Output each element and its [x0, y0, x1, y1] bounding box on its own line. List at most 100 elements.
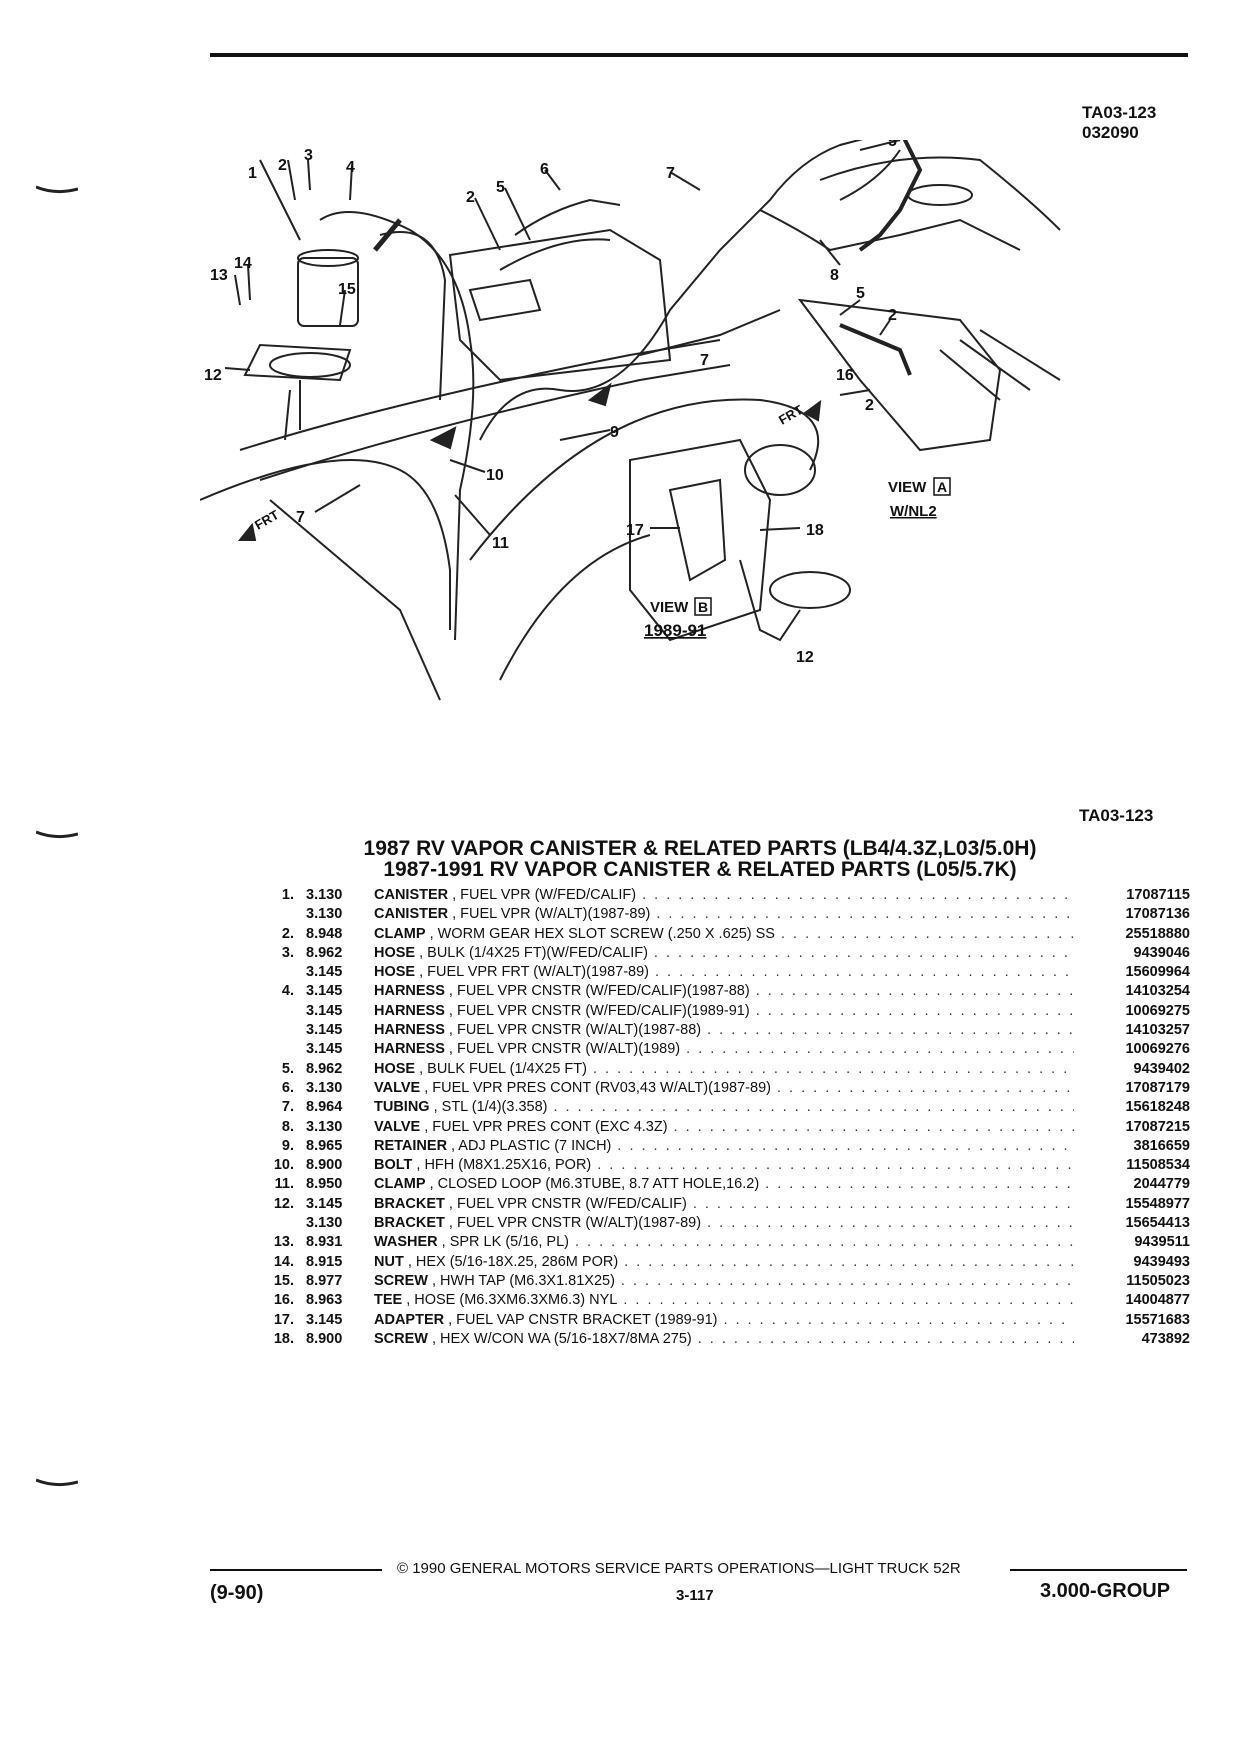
- part-description: , WORM GEAR HEX SLOT SCREW (.250 X .625)…: [429, 925, 775, 942]
- part-name: CLAMP: [374, 1176, 426, 1193]
- group-number: 8.900: [306, 1330, 343, 1347]
- leader-dots: [698, 1330, 1074, 1349]
- part-number: 2044779: [1133, 1176, 1190, 1193]
- view-a-letter: A: [937, 479, 947, 495]
- leader-dots: [724, 1311, 1074, 1330]
- leader-dots: [656, 905, 1074, 924]
- part-description: , BULK FUEL (1/4X25 FT): [419, 1060, 587, 1077]
- part-name: SCREW: [374, 1272, 428, 1289]
- item-number: 11.: [274, 1176, 294, 1193]
- group-number: 8.977: [306, 1272, 343, 1289]
- group-number: 8.965: [306, 1137, 343, 1154]
- frt-label: FRT: [776, 402, 805, 428]
- part-description: , FUEL VPR PRES CONT (EXC 4.3Z): [424, 1118, 668, 1135]
- callout-13: 13: [210, 267, 228, 284]
- figure-code-bottom: TA03-123: [1079, 806, 1154, 825]
- callout-12: 12: [796, 649, 814, 666]
- part-name: NUT: [374, 1253, 404, 1270]
- part-name: RETAINER: [374, 1137, 448, 1154]
- item-number: 16.: [273, 1292, 294, 1309]
- callout-7: 7: [666, 165, 675, 182]
- callout-5: 5: [856, 285, 865, 302]
- callout-18: 18: [806, 522, 824, 539]
- leader-dots: [781, 925, 1074, 944]
- part-name: HOSE: [374, 944, 416, 961]
- part-name: HARNESS: [374, 983, 445, 1000]
- callout-17: 17: [626, 522, 644, 539]
- item-number: 6.: [281, 1079, 294, 1096]
- part-number: 10069276: [1125, 1041, 1190, 1058]
- part-description: , FUEL VPR CNSTR (W/FED/CALIF): [448, 1195, 687, 1212]
- leader-dots: [654, 944, 1074, 963]
- leader-dots: [624, 1253, 1074, 1272]
- item-number: 13.: [273, 1234, 294, 1251]
- callout-15: 15: [338, 281, 356, 298]
- part-number: 15571683: [1125, 1311, 1190, 1328]
- leader-dots: [575, 1233, 1074, 1252]
- leader-dots: [642, 886, 1074, 905]
- leader-dots: [756, 982, 1074, 1001]
- part-name: ADAPTER: [374, 1311, 445, 1328]
- part-description: , FUEL VPR (W/ALT)(1987-89): [452, 906, 651, 923]
- part-description: , FUEL VPR CNSTR (W/FED/CALIF)(1989-91): [448, 1002, 750, 1019]
- item-number: 17.: [273, 1311, 294, 1328]
- leader-dots: [686, 1040, 1074, 1059]
- leader-dots: [693, 1195, 1074, 1214]
- leader-dots: [655, 963, 1074, 982]
- part-name: SCREW: [374, 1330, 428, 1347]
- item-number: 5.: [281, 1060, 294, 1077]
- part-name: CANISTER: [374, 906, 449, 923]
- item-number: 12.: [273, 1195, 294, 1212]
- callout-2: 2: [860, 140, 869, 142]
- callout-7: 7: [296, 509, 305, 526]
- part-name: TEE: [374, 1292, 403, 1309]
- part-number: 14103254: [1125, 983, 1190, 1000]
- binder-mark: [36, 830, 78, 839]
- part-number: 15654413: [1125, 1215, 1190, 1232]
- item-number: 10.: [273, 1157, 294, 1174]
- group-number: 8.964: [306, 1099, 343, 1116]
- leader-dots: [707, 1021, 1074, 1040]
- figure-date-code: 032090: [1082, 123, 1139, 142]
- group-number: 8.950: [306, 1176, 343, 1193]
- callout-7: 7: [700, 352, 709, 369]
- leader-dots: [617, 1137, 1074, 1156]
- callout-8: 8: [830, 267, 839, 284]
- part-description: , FUEL VPR CNSTR (W/ALT)(1987-89): [448, 1215, 702, 1232]
- part-name: VALVE: [374, 1079, 421, 1096]
- part-number: 11505023: [1126, 1272, 1190, 1289]
- part-name: HARNESS: [374, 1022, 445, 1039]
- part-number: 14004877: [1125, 1292, 1190, 1309]
- view-b-sub: 1989-91: [644, 621, 706, 640]
- part-name: BOLT: [374, 1157, 413, 1174]
- callout-3: 3: [304, 147, 313, 164]
- part-number: 17087115: [1126, 887, 1190, 903]
- part-name: CANISTER: [374, 887, 449, 903]
- item-number: 18.: [273, 1330, 294, 1347]
- part-number: 17087136: [1125, 906, 1190, 923]
- part-name: HARNESS: [374, 1002, 445, 1019]
- part-name: HOSE: [374, 964, 416, 981]
- part-number: 17087215: [1125, 1118, 1190, 1135]
- footer-copyright: © 1990 GENERAL MOTORS SERVICE PARTS OPER…: [397, 1560, 961, 1577]
- parts-diagram: 1 2 3 4 13 14 15 12 2 5 6 7 2 5 8 5 2 16…: [199, 119, 1200, 760]
- section-subtitle: 1987-1991 RV VAPOR CANISTER & RELATED PA…: [383, 858, 1017, 881]
- group-number: 3.130: [306, 1215, 343, 1232]
- callout-2: 2: [278, 157, 287, 174]
- leader-dots: [593, 1060, 1074, 1079]
- part-description: , HFH (M8X1.25X16, POR): [416, 1157, 592, 1174]
